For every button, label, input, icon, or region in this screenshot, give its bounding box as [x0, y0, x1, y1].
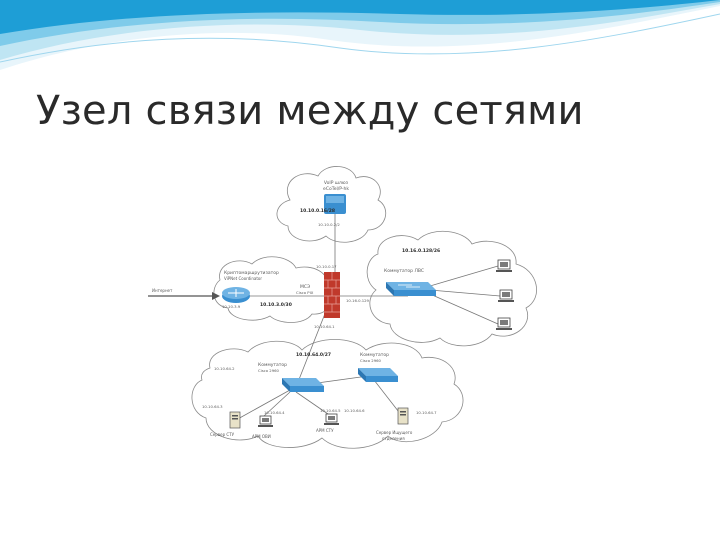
workstation-icon	[496, 317, 512, 330]
server2-label-1: Сервер Ищущего	[376, 430, 413, 435]
bottom-subnet: 10.10.64.0/27	[296, 352, 331, 358]
voip-address: 10.10.0.2/2	[318, 222, 340, 227]
arrow-icon	[212, 292, 220, 300]
workstation-icon	[258, 415, 273, 427]
server-icon	[229, 411, 241, 429]
addr-right: 10.10.64.6	[344, 408, 365, 413]
server1-label: Сервер СТУ	[210, 432, 235, 437]
addr-left-top: 10.10.64.2	[214, 366, 235, 371]
addr-left: 10.10.64.3	[202, 404, 223, 409]
router-label-1: Криптомаршрутизатор	[224, 270, 279, 276]
switch2-label-1: Коммутатор	[360, 352, 389, 358]
arm2-label: АРМ СТУ	[316, 428, 334, 433]
msoz-label-1: МСЭ	[300, 284, 310, 290]
lan-cloud	[366, 230, 537, 347]
switch-icon	[282, 378, 324, 392]
addr-mid2: 10.10.64.5	[320, 408, 341, 413]
router-label-2: ViPNet Coordinator	[224, 276, 262, 281]
switch1-label-2: Cisco 2960	[258, 368, 280, 373]
voip-label-1: VoIP шлюз	[324, 180, 349, 186]
addr-far-right: 10.10.64.7	[416, 410, 437, 415]
header-wave-decoration	[0, 0, 720, 70]
router-icon	[222, 287, 250, 303]
msoz-label-2: Cisco PIX	[296, 290, 314, 295]
workstation-icon	[324, 413, 339, 425]
inbound-label: Интернет	[152, 288, 173, 293]
server-icon	[397, 407, 409, 425]
workstation-icon	[498, 289, 514, 302]
msoz-addr-bottom: 10.10.64.1	[314, 324, 335, 329]
switch-icon	[358, 368, 398, 382]
switch1-label-1: Коммутатор	[258, 362, 287, 368]
workstation-icon	[496, 259, 512, 272]
arm1-label: АРМ ОВИ	[252, 434, 271, 439]
msoz-addr-right: 10.16.0.129	[346, 298, 370, 303]
server2-label-2: отделения	[382, 436, 405, 441]
msoz-subnet: 10.10.3.0/30	[260, 302, 292, 308]
voip-gateway-icon	[324, 194, 346, 214]
lan-switch-label: Коммутатор ЛВС	[384, 268, 424, 274]
slide-title: Узел связи между сетями	[36, 88, 584, 134]
msoz-addr-top: 10.10.0.17	[316, 264, 337, 269]
voip-label-2: eCoTel/P-hk	[323, 186, 349, 192]
network-diagram: Интернет VoIP шлюз eCoTel/P-hk 10.10.0.1…	[148, 166, 537, 449]
addr-mid1: 10.10.64.4	[264, 410, 285, 415]
firewall-icon	[324, 272, 340, 318]
switch2-label-2: Cisco 2960	[360, 358, 382, 363]
lan-switch-icon	[386, 282, 436, 296]
lan-subnet: 10.16.0.128/26	[402, 248, 440, 254]
voip-subnet: 10.10.0.16/28	[300, 208, 335, 214]
router-address: 10.10.3.9	[222, 304, 241, 309]
